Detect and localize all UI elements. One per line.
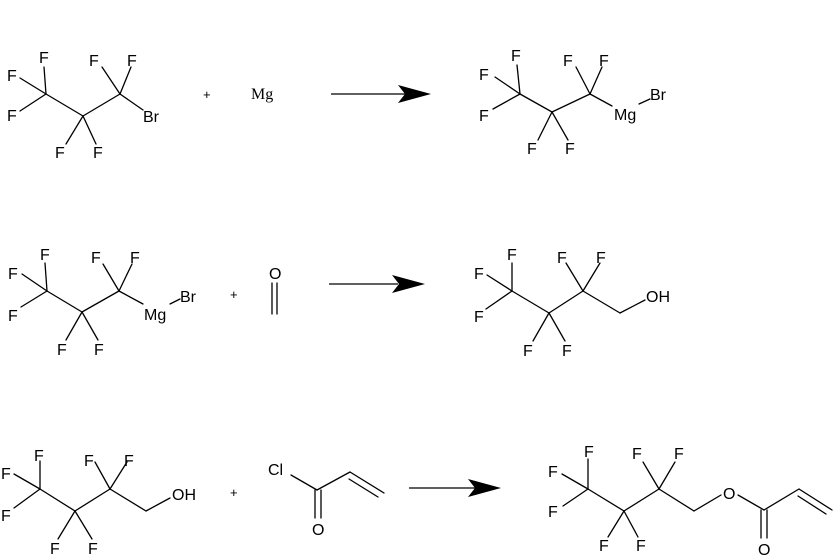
atom-label: F bbox=[84, 453, 94, 470]
atom-label: O bbox=[269, 266, 281, 283]
atom-label: F bbox=[548, 504, 558, 521]
atom-label: F bbox=[34, 448, 44, 465]
reaction-arrow-3 bbox=[409, 479, 501, 497]
atom-label: F bbox=[479, 108, 489, 125]
atom-label: OH bbox=[172, 487, 196, 504]
atom-label: F bbox=[563, 53, 573, 70]
reaction-arrow-1 bbox=[331, 85, 431, 103]
atom-label: F bbox=[511, 48, 521, 65]
atom-label: F bbox=[7, 108, 17, 125]
atom-label: F bbox=[88, 541, 98, 558]
product-heptafluorobutanol: F F F F F F F OH bbox=[474, 247, 670, 360]
atom-label: F bbox=[7, 68, 17, 85]
atom-label: O bbox=[758, 542, 770, 559]
atom-label: F bbox=[507, 247, 517, 264]
atom-label: F bbox=[674, 446, 684, 463]
atom-label: F bbox=[1, 466, 11, 483]
atom-label: OH bbox=[646, 289, 670, 306]
atom-label: F bbox=[479, 67, 489, 84]
atom-label: F bbox=[565, 141, 575, 158]
atom-label: O bbox=[312, 522, 324, 539]
atom-label: F bbox=[557, 250, 567, 267]
reaction-arrow-2 bbox=[329, 275, 425, 293]
reagent-magnesium: Mg bbox=[251, 86, 273, 103]
reactant-heptafluoropropylmagnesium-bromide: F F F F F F F Mg Br bbox=[8, 247, 197, 359]
product-heptafluorobutyl-acrylate: F F F F F F F O O bbox=[548, 444, 833, 559]
atom-label: F bbox=[130, 250, 140, 267]
atom-label: Mg bbox=[614, 107, 636, 124]
atom-label: F bbox=[632, 446, 642, 463]
atom-label: F bbox=[124, 453, 134, 470]
atom-label: F bbox=[8, 308, 18, 325]
atom-label: F bbox=[636, 538, 646, 555]
plus-sign: + bbox=[203, 87, 211, 102]
atom-label: F bbox=[474, 309, 484, 326]
atom-label: F bbox=[599, 538, 609, 555]
reactant-acryloyl-chloride: Cl O bbox=[268, 462, 385, 539]
atom-label: F bbox=[8, 266, 18, 283]
product-heptafluoropropylmagnesium-bromide: F F F F F F F Mg Br bbox=[479, 48, 667, 158]
atom-label: F bbox=[89, 53, 99, 70]
atom-label: Cl bbox=[268, 462, 283, 479]
atom-label: F bbox=[93, 145, 103, 162]
atom-label: F bbox=[127, 53, 137, 70]
reactant-heptafluorobutanol: F F F F F F F OH bbox=[1, 448, 196, 558]
atom-label: F bbox=[57, 342, 67, 359]
atom-label: F bbox=[39, 50, 49, 67]
reactant-heptafluoropropyl-bromide: F F F F F F F Br bbox=[7, 50, 160, 162]
atom-label: Br bbox=[143, 109, 160, 126]
atom-label: F bbox=[562, 343, 572, 360]
atom-label: F bbox=[596, 250, 606, 267]
atom-label: Mg bbox=[144, 307, 166, 324]
atom-label: F bbox=[50, 541, 60, 558]
atom-label: F bbox=[474, 266, 484, 283]
atom-label: F bbox=[40, 247, 50, 264]
plus-sign: + bbox=[230, 485, 238, 500]
atom-label: O bbox=[723, 486, 735, 503]
atom-label: F bbox=[599, 53, 609, 70]
atom-label: F bbox=[91, 250, 101, 267]
atom-label: Br bbox=[180, 289, 197, 306]
reactant-formaldehyde: O bbox=[269, 266, 281, 315]
atom-label: F bbox=[523, 343, 533, 360]
atom-label: F bbox=[94, 342, 104, 359]
atom-label: F bbox=[527, 141, 537, 158]
atom-label: F bbox=[584, 444, 594, 461]
atom-label: F bbox=[548, 464, 558, 481]
atom-label: F bbox=[1, 508, 11, 525]
atom-label: F bbox=[55, 145, 65, 162]
plus-sign: + bbox=[230, 287, 238, 302]
atom-label: Br bbox=[650, 87, 667, 104]
